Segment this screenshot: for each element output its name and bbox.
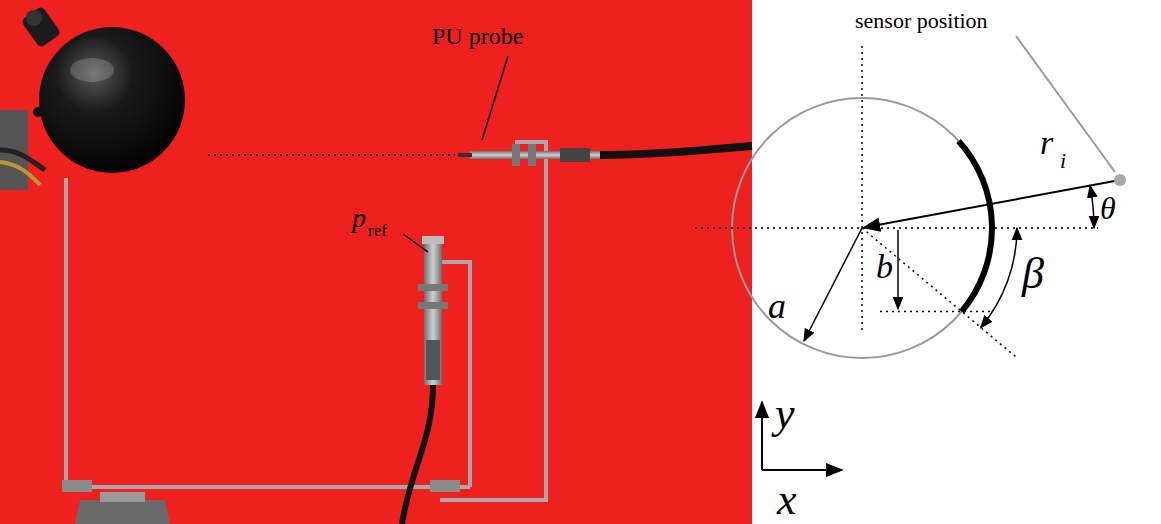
tripod [75,500,170,524]
beta-line [862,228,1016,357]
leader-line [482,56,508,140]
mic-cable [402,385,433,524]
mount-knob [33,107,43,117]
axis-label: y [775,392,795,436]
clamp [62,480,92,492]
mic-preamp [426,340,440,380]
a-arrow [804,228,862,341]
frame-bar [66,178,470,487]
r-arrow [864,181,1116,228]
symbol-label: r [1040,126,1053,160]
camera [21,6,62,49]
b-level-line [880,311,992,313]
x-axis-arrow [762,469,842,471]
frame-bar [440,262,470,487]
b-arrow [897,230,899,309]
tripod-head [100,492,145,502]
photo [0,0,752,524]
subscript: i [1060,150,1066,172]
highlight [70,58,114,82]
frame [66,142,546,500]
sphere-array [39,27,185,173]
y-axis-arrow [761,402,763,470]
mic-grid [422,236,444,244]
sensor-dot [1114,174,1126,186]
angle-label: β [1022,252,1044,296]
angle-label: θ [1100,192,1116,224]
axis-label: x [777,478,797,522]
leader-line [403,234,428,252]
mic-holder [418,284,448,291]
horizontal-axis-line [695,227,1098,229]
signal-name: p [352,204,366,232]
part-label: sensor position [855,10,988,32]
probe-holder [512,144,520,166]
red-backdrop [0,0,752,524]
cable [0,150,45,170]
probe-tip [458,153,472,157]
subscript: ref [368,222,387,239]
probe-connector [560,148,590,162]
part-label: PU probe [432,24,523,48]
mic-holder [418,302,448,309]
beta-arc [981,228,1017,328]
camera-lens [26,10,42,26]
theta-arc [1090,186,1094,228]
probe-holder [528,144,536,166]
alignment-line [208,154,455,156]
vertical-axis-line [861,46,863,330]
cable [0,162,40,185]
sensor-arc [959,141,992,312]
frame-bar [440,142,546,500]
clamp [430,480,460,492]
dimension-label: a [768,288,786,324]
geometry-diagram [695,36,1126,470]
probe-cable [600,146,752,155]
dimension-label: b [876,250,893,284]
leader-line [1016,36,1115,172]
reference-microphone [424,240,442,385]
